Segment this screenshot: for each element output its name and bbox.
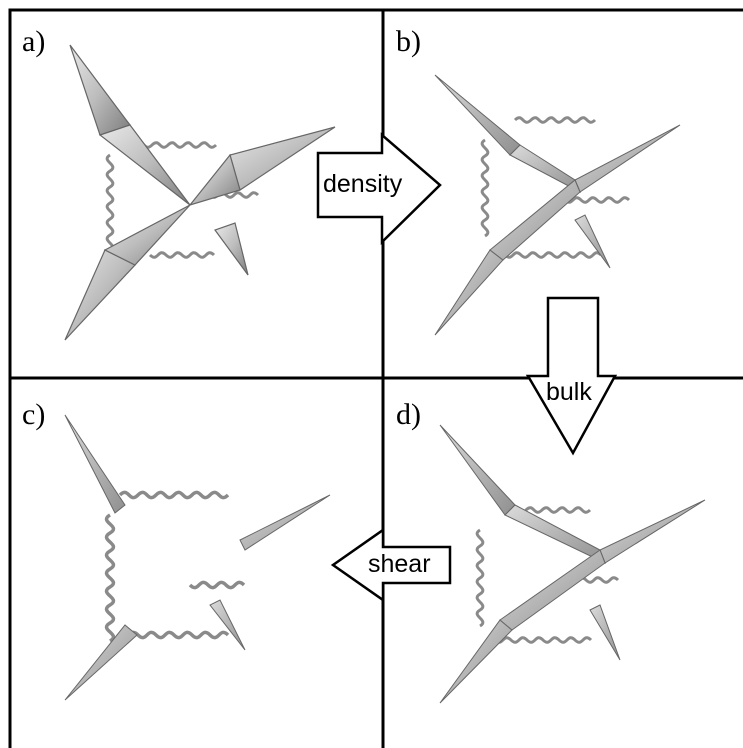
- panel-a-structure: [64, 44, 336, 341]
- panel-d-structure: [439, 424, 706, 704]
- cone-a-inner-2: [188, 153, 241, 207]
- cone-a-inner-3: [103, 204, 191, 266]
- density-arrow-label: density: [323, 170, 403, 198]
- panel-a-cones: [64, 44, 336, 341]
- cone-a-lower-left: [64, 249, 136, 341]
- panel-label-c: c): [22, 398, 46, 431]
- panel-label-d: d): [396, 398, 421, 431]
- cone-a-upper-left: [69, 44, 131, 136]
- panel-c-structure: [64, 414, 331, 701]
- panel-label-b: b): [396, 25, 421, 58]
- shear-arrow-label: shear: [368, 550, 431, 578]
- cone-a-inner-1: [98, 124, 191, 206]
- panel-label-a: a): [22, 25, 46, 58]
- density-arrow: [316, 132, 442, 245]
- bulk-arrow-label: bulk: [546, 378, 592, 406]
- shear-arrow: [330, 527, 452, 603]
- bulk-arrow: [525, 296, 618, 456]
- panel-b-structure: [434, 74, 681, 336]
- panel-grid: [8, 8, 743, 748]
- cone-a-lower-right: [214, 222, 249, 276]
